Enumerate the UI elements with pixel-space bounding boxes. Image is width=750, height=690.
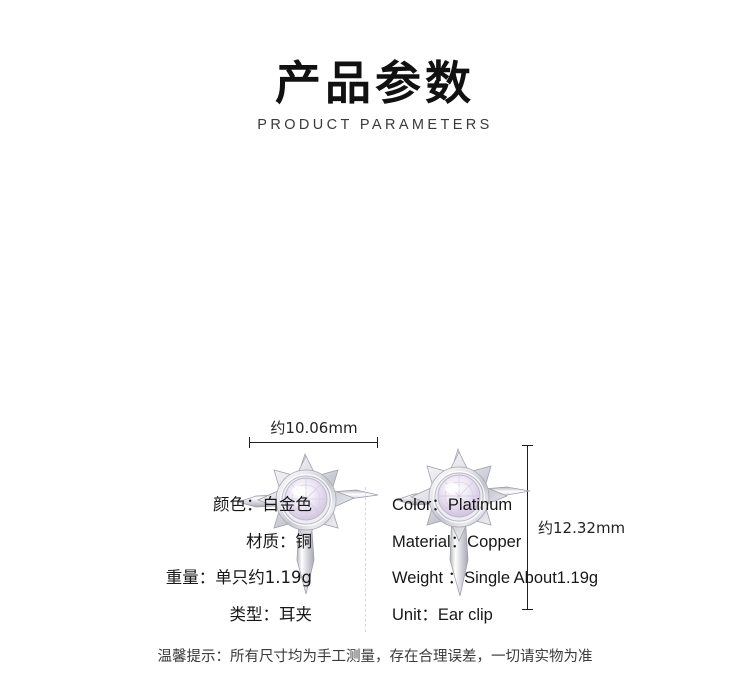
width-dimension-label: 约10.06mm [270,419,358,437]
column-divider [365,487,366,632]
width-dimension-line [249,437,378,448]
spec-row-weight-en: Weight ：Single About1.19g [392,569,599,587]
spec-row-color-en: Color：Platinum [392,496,513,514]
height-dimension-line [522,445,533,610]
page-subtitle: PRODUCT PARAMETERS [257,116,493,133]
page-header: 产品参数 PRODUCT PARAMETERS [0,58,750,133]
specification-table: 颜色：白金色 材质：铜 重量：单只约1.19g 类型：耳夹 Color：Plat… [0,487,750,632]
spec-row-type-cn: 类型：耳夹 [229,604,313,624]
disclaimer-note: 温馨提示：所有尺寸均为手工测量，存在合理误差，一切请实物为准 [157,649,593,665]
star-cross-earring-left [236,452,379,595]
height-dimension-label: 约12.32mm [538,519,626,537]
star-cross-earring-right [394,447,531,597]
spec-row-material-en: Material：Copper [392,532,522,551]
spec-row-material-cn: 材质：铜 [246,531,312,551]
product-illustration-zone: 约10.06mm 约12.32mm [0,205,750,610]
earring-center-gem [437,474,481,518]
spec-row-unit-en: Unit：Ear clip [392,605,493,624]
spec-column-chinese: 颜色：白金色 材质：铜 重量：单只约1.19g 类型：耳夹 [0,487,312,633]
spec-column-english: Color：Platinum Material：Copper Weight ：S… [392,487,732,633]
spec-row-color-cn: 颜色：白金色 [213,495,312,514]
earring-center-gem [284,477,328,521]
spec-row-weight-cn: 重量：单只约1.19g [165,568,312,587]
page-title: 产品参数 [275,56,475,110]
